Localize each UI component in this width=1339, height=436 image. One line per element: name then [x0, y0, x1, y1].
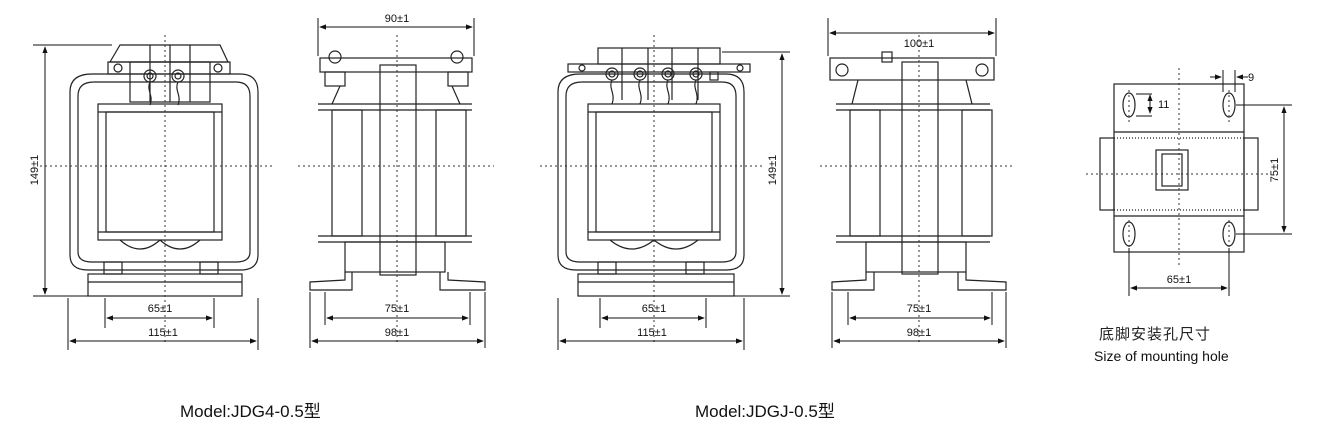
jdg4-side-base-dim: 98±1: [385, 327, 409, 339]
jdgj-side-top-dim: 100±1: [904, 38, 935, 50]
jdgj-side-view: [829, 51, 1007, 291]
jdgj-side-dims: [827, 18, 1007, 348]
jdgj-front-dims: [557, 51, 790, 350]
jdg4-side-centerlines: [298, 35, 494, 345]
jdgj-front-width-dim: 115±1: [637, 327, 667, 339]
mounting-hole-caption-cn: 底脚安装孔尺寸: [1099, 325, 1212, 343]
jdg4-side-dims: [309, 18, 486, 348]
jdgj-front-view: [557, 47, 751, 297]
model-caption-jdg4: Model:JDG4-0.5型: [180, 402, 321, 421]
jdgj-side-base-dim: 98±1: [907, 327, 931, 339]
hole-slot-dim: 11: [1158, 99, 1169, 111]
jdg4-front-width-dim: 115±1: [148, 327, 178, 339]
jdg4-height-dim: 149±1: [29, 155, 41, 186]
model-caption-jdgj: Model:JDGJ-0.5型: [695, 402, 835, 421]
jdgj-side-mount-dim: 75±1: [907, 303, 931, 315]
hole-spacing-v-dim: 75±1: [1269, 158, 1281, 182]
jdg4-front-mount-dim: 65±1: [148, 303, 172, 315]
jdg4-front-dims: [33, 44, 259, 350]
jdgj-front-mount-dim: 65±1: [642, 303, 666, 315]
jdg4-side-top-dim: 90±1: [385, 13, 409, 25]
jdgj-front-centerlines: [540, 35, 765, 345]
jdgj-height-dim: 149±1: [767, 155, 779, 186]
jdgj-side-centerlines: [820, 35, 1012, 345]
mounting-hole-caption-en: Size of mounting hole: [1094, 348, 1229, 364]
mounting-hole-centerlines: [1086, 68, 1270, 268]
jdg4-front-centerlines: [40, 35, 275, 345]
jdg4-side-mount-dim: 75±1: [385, 303, 409, 315]
hole-width-dim: 9: [1248, 72, 1254, 84]
jdg4-side-view: [309, 50, 486, 291]
jdg4-front-view: [69, 44, 259, 297]
hole-spacing-h-dim: 65±1: [1167, 274, 1191, 286]
mounting-hole-dims: [1128, 70, 1292, 296]
